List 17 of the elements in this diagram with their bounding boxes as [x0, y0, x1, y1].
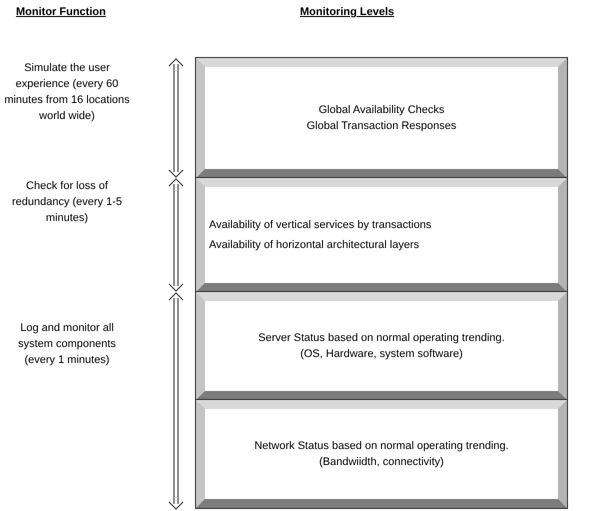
level-box: [196, 178, 567, 292]
level-detail: (OS, Hardware, system software): [300, 347, 463, 362]
level-detail: (Bandwiidth, connectivity): [319, 455, 444, 470]
column-heading: Monitoring Levels: [300, 6, 394, 18]
level-box: [196, 292, 567, 400]
level-title: Global Availability Checks: [318, 103, 444, 118]
column-heading: Monitor Function: [16, 6, 106, 18]
level-title: Server Status based on normal operating trending.: [258, 331, 505, 346]
function-description: Simulate the user experience (every 60 minutes from 16 locations world wide): [3, 61, 131, 124]
function-description: Check for loss of redundancy (every 1-5 minutes): [10, 179, 124, 226]
level-box: [196, 400, 567, 508]
level-title: Network Status based on normal operating trending.: [254, 439, 509, 454]
level-box: [196, 58, 567, 178]
level-title: Availability of vertical services by transactions: [209, 218, 432, 233]
level-detail: Global Transaction Responses: [306, 119, 456, 134]
function-description: Log and monitor all system components (every 1 minutes): [17, 321, 117, 368]
level-detail: Availability of horizontal architectural layers: [209, 238, 420, 253]
